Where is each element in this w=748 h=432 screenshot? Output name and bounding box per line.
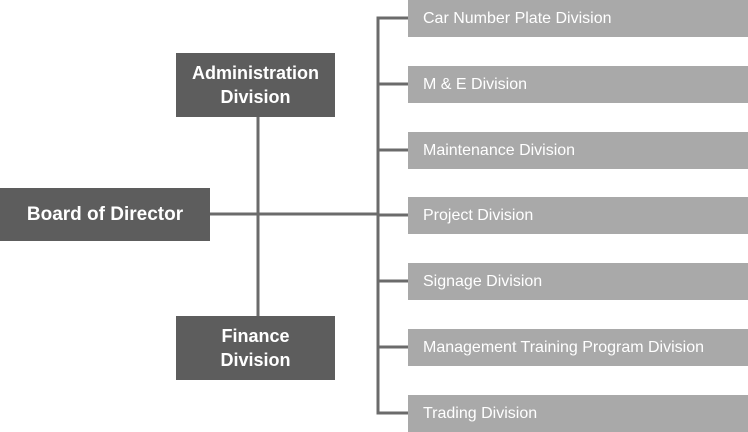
division-car-number-plate: Car Number Plate Division — [408, 0, 748, 37]
finance-division-label: Finance Division — [220, 324, 290, 372]
division-management-training-program: Management Training Program Division — [408, 329, 748, 366]
administration-label-line1: Administration — [191, 63, 319, 83]
division-project: Project Division — [408, 197, 748, 234]
division-maintenance: Maintenance Division — [408, 132, 748, 169]
finance-label-line2: Division — [220, 350, 291, 370]
division-trading: Trading Division — [408, 395, 748, 432]
finance-division-box: Finance Division — [176, 316, 335, 380]
administration-label-line2: Division — [220, 87, 291, 107]
division-m-and-e: M & E Division — [408, 66, 748, 103]
division-list: Car Number Plate Division M & E Division… — [408, 0, 748, 432]
administration-division-label: Administration Division — [192, 61, 319, 109]
administration-division-box: Administration Division — [176, 53, 335, 117]
board-of-director-label: Board of Director — [26, 203, 184, 225]
division-signage: Signage Division — [408, 263, 748, 300]
board-of-director-box: Board of Director — [0, 188, 210, 241]
finance-label-line1: Finance — [221, 326, 290, 346]
